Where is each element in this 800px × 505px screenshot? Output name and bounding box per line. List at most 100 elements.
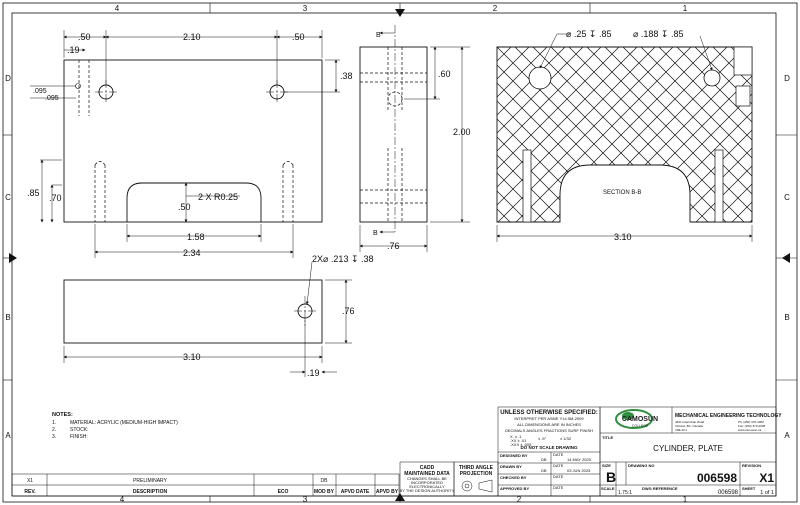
scale-label: SCALE	[601, 486, 615, 491]
size-label: SIZE	[602, 463, 611, 468]
zone-col-3-bottom: 3	[303, 495, 308, 504]
scale-value: 1.75:1	[618, 490, 632, 496]
revision-label: REVISION	[742, 463, 761, 468]
revision-table	[11, 473, 400, 497]
tolerance-title: UNLESS OTHERWISE SPECIFIED:	[500, 410, 598, 416]
zone-row-c-left: C	[5, 193, 11, 202]
section-view	[496, 33, 753, 242]
front-dim-overall-width: 2.34	[183, 248, 201, 258]
front-dim-small-a: .095	[33, 88, 47, 95]
signoff-initials: DB	[541, 468, 547, 473]
front-dim-height-top: .38	[340, 71, 353, 81]
front-dim-left-b: .70	[49, 193, 62, 203]
signoff-date-label: DATE	[553, 485, 564, 490]
note-number: 1.	[52, 420, 56, 426]
zone-col-3-top: 3	[303, 4, 308, 13]
cadd-line: BY THE DESIGN AUTHORITY	[400, 488, 455, 493]
side-dim-height: 2.00	[453, 127, 471, 137]
section-mark-bottom: B	[373, 230, 378, 237]
zone-col-4-top: 4	[115, 4, 120, 13]
sheet-label: SHEET	[742, 486, 756, 491]
front-view	[30, 30, 340, 258]
front-dim-slot-radius: 2 X R0.25	[198, 192, 238, 202]
side-dim-hole-top: .60	[438, 69, 451, 79]
note-text: FINISH:	[70, 434, 88, 440]
company-department: MECHANICAL ENGINEERING TECHNOLOGY	[675, 413, 782, 419]
centering-arrows	[9, 9, 790, 501]
section-hole-a-callout: ⌀ .25 ↧ .85	[566, 29, 611, 39]
front-dim-small-b: .095	[45, 95, 59, 102]
sheet-value: 1 of 1	[760, 490, 774, 496]
zone-row-c-right: C	[784, 193, 790, 202]
bottom-dim-depth: .76	[342, 306, 355, 316]
title-block	[599, 406, 777, 497]
zone-row-b-left: B	[5, 313, 10, 322]
signoff-date-label: DATE	[553, 474, 564, 479]
front-dim-slot-depth: .50	[178, 202, 191, 212]
tolerance-angle: ± .5°	[538, 436, 547, 441]
company-address-line: Victoria, BC, Canada	[675, 424, 703, 428]
company-logo: CAMOSUN COLLEGE	[615, 409, 658, 429]
notes: NOTES: 1. MATERIAL: ACRYLIC (MEDIUM-HIGH…	[52, 412, 178, 440]
signoff-date-label: DATE	[553, 452, 564, 457]
tolerance-xxx: .XXX ± .005	[510, 442, 532, 447]
revision-value: X1	[759, 471, 774, 485]
note-number: 3.	[52, 434, 56, 440]
tolerance-line-2: ALL DIMENSIONS ARE IN INCHES	[517, 422, 581, 427]
cadd-title-2: MAINTAINED DATA	[404, 471, 450, 477]
drawing-title: CYLINDER, PLATE	[653, 444, 723, 453]
logo-text: CAMOSUN	[622, 416, 658, 423]
section-label: SECTION B-B	[603, 190, 641, 196]
zone-row-a-right: A	[784, 431, 790, 440]
signoff-label: APPROVED BY	[500, 486, 529, 491]
front-dim-top-left: .50	[78, 32, 91, 42]
note-number: 2.	[52, 427, 56, 433]
tolerance-x: X. ± .1	[510, 434, 522, 439]
revision-row-rev: X1	[27, 478, 33, 484]
sheet-size: B	[606, 469, 616, 485]
front-dim-top-right: .50	[292, 32, 305, 42]
zone-col-2-top: 2	[493, 4, 498, 13]
drawing-no-label: DRAWING NO	[628, 463, 654, 468]
front-dim-slot-width: 1.58	[187, 232, 205, 242]
tolerance-headers: DECIMALS ANGLES FRACTIONS SURF FINISH	[505, 428, 593, 433]
revision-header-apvd-by: APVD BY	[376, 489, 399, 495]
company-contact-line: Ph: (250) 370-4000	[738, 420, 764, 424]
dwg-reference: 006598	[718, 490, 739, 496]
zone-row-a-left: A	[5, 431, 11, 440]
company-contact-line: www.camosun.ca	[738, 428, 762, 432]
signoff-label: CHECKED BY	[500, 475, 527, 480]
revision-header-mod-by: MOD BY	[314, 489, 335, 495]
revision-header-description: DESCRIPTION	[133, 489, 168, 495]
signoff-date: 14 MAY 2025	[567, 457, 592, 462]
zone-col-1-bottom: 1	[683, 495, 688, 504]
company-address-line: V9E 2C1	[675, 428, 687, 432]
note-text: MATERIAL: ACRYLIC (MEDIUM-HIGH IMPACT)	[70, 420, 178, 426]
tolerance-xx: .XX ± .01	[510, 438, 527, 443]
projection-line-2: PROJECTION	[460, 471, 493, 477]
title-label: TITLE	[602, 435, 613, 440]
logo-subtext: COLLEGE	[632, 424, 649, 428]
revision-header-apvd-date: APVD DATE	[341, 489, 370, 495]
cadd-line: INCORPORATED	[411, 480, 443, 485]
notes-title: NOTES:	[52, 412, 73, 418]
revision-header-eco: ECO	[278, 489, 289, 495]
dwg-reference-label: DWG REFERENCE	[642, 486, 678, 491]
section-mark-top: B	[376, 32, 381, 39]
zone-col-2-bottom: 2	[517, 495, 522, 504]
cadd-line: CHANGES SHALL BE	[407, 476, 447, 481]
bottom-dim-length: 3.10	[183, 352, 201, 362]
section-dim-width: 3.10	[614, 232, 632, 242]
tolerance-fraction: ± 1/32	[560, 436, 572, 441]
tolerance-line-1: INTERPRET PER ASME Y14.5M-2009	[514, 416, 584, 421]
front-dim-hole-offset: .19	[67, 45, 80, 55]
company-contact-line: Fax: (250) 370-4938	[738, 424, 766, 428]
do-not-scale: DO NOT SCALE DRAWING	[521, 445, 578, 450]
bottom-dim-hole-offset: .19	[307, 368, 320, 378]
bottom-view	[63, 261, 352, 377]
section-hole-b-callout: ⌀ .188 ↧ .85	[633, 29, 684, 39]
signoff-label: DRAWN BY	[500, 464, 522, 469]
cadd-title-1: CADD	[420, 465, 435, 471]
revision-header-rev: REV.	[24, 489, 36, 495]
